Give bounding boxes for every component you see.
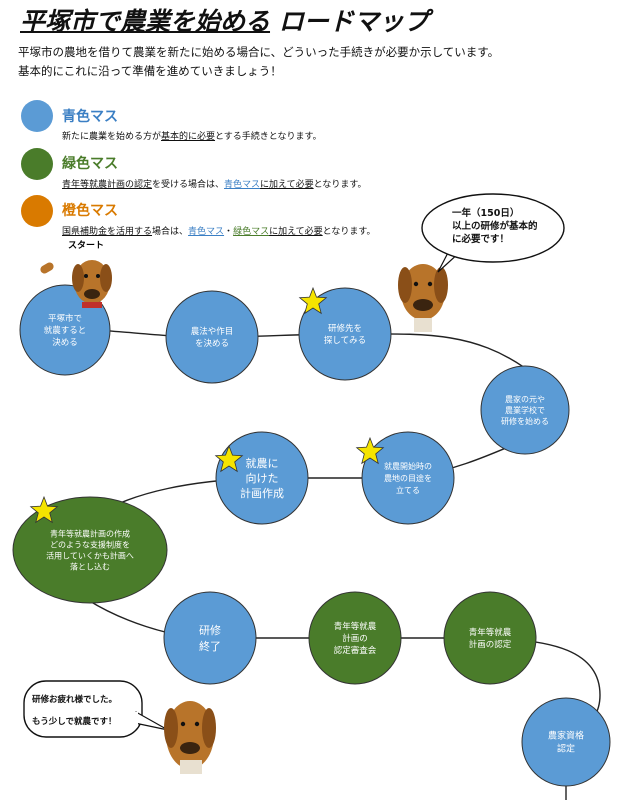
step-label: 農地の目途を — [384, 473, 432, 483]
step-label: 農業学校で — [505, 405, 545, 415]
step-label: 研修 — [199, 623, 221, 637]
step-circle — [215, 431, 309, 525]
legend-green-desc: 青年等就農計画の認定を受ける場合は、青色マスに加えて必要となります。 — [62, 180, 367, 190]
step-label: を決める — [195, 338, 229, 349]
step-label: 農法や作目 — [191, 326, 234, 337]
step-circle — [165, 290, 259, 384]
step-circle — [480, 365, 570, 455]
step-label: 終了 — [199, 639, 221, 653]
start-label: スタート — [68, 239, 104, 251]
star-icon — [298, 286, 328, 315]
step-label: 青年等就農 — [469, 627, 512, 638]
mascot-dog-start — [40, 260, 112, 308]
title-sub: ロードマップ — [278, 7, 429, 36]
legend-orange-dot — [21, 195, 53, 227]
step-label: 決める — [52, 337, 78, 348]
step-circle — [298, 287, 392, 381]
step-label: 計画の — [342, 633, 368, 644]
step-label: 研修先を — [328, 323, 362, 334]
mascot-dog-top — [398, 264, 448, 332]
step-circle — [163, 591, 257, 685]
step-label: 活用していくかも計画へ — [46, 550, 134, 560]
step-label: 落とし込む — [70, 561, 110, 571]
step-circle — [361, 431, 455, 525]
step-label: 認定審査会 — [334, 645, 377, 656]
step-label: 計画作成 — [240, 486, 284, 500]
step-label: 就農すると — [44, 325, 87, 336]
legend-blue-desc: 新たに農業を始める方が基本的に必要とする手続きとなります。 — [62, 132, 322, 142]
mascot-dog-bottom — [164, 701, 216, 774]
legend-orange-desc: 国県補助金を活用する場合は、青色マス・緑色マスに加えて必要となります。 — [62, 227, 376, 237]
step-circle — [443, 591, 537, 685]
bubble-text-line: 一年（150日） — [452, 207, 519, 219]
intro-line-2: 基本的にこれに沿って準備を進めていきましょう！ — [18, 64, 282, 78]
step-circle — [521, 697, 611, 787]
speech-bubble-top — [421, 193, 565, 273]
step-label: 研修を始める — [501, 416, 549, 426]
step-circle — [12, 496, 168, 604]
speech-bubble-bottom — [23, 680, 169, 738]
star-icon — [355, 436, 385, 465]
star-icon — [29, 495, 59, 524]
step-label: 計画の認定 — [469, 639, 512, 650]
step-label: 青年等就農 — [334, 621, 377, 632]
step-label: 立てる — [396, 485, 420, 495]
bubble-text-line: 研修お疲れ様でした。 — [32, 694, 117, 705]
step-label: 就農開始時の — [384, 461, 432, 471]
intro-line-1: 平塚市の農地を借りて農業を新たに始める場合に、どういった手続きが必要か示していま… — [18, 45, 500, 59]
page-title: 平塚市で農業を始める ロードマップ — [20, 2, 429, 38]
title-main: 平塚市で農業を始める — [20, 7, 271, 36]
step-label: 探してみる — [324, 335, 366, 346]
legend-green-title: 緑色マス — [62, 156, 118, 172]
roadmap-step-10: 青年等就農計画の認定 — [443, 591, 537, 685]
legend-orange-title: 橙色マス — [62, 203, 118, 219]
step-label: 農家資格 — [548, 730, 584, 742]
bubble-text-line: 以上の研修が基本的 — [452, 220, 538, 232]
legend-blue-title: 青色マス — [62, 109, 118, 125]
bubble-text-line: に必要です！ — [452, 233, 509, 245]
legend-blue-dot — [21, 100, 53, 132]
legend-green-dot — [21, 148, 53, 180]
step-label: 青年等就農計画の作成 — [50, 528, 130, 538]
step-label: 農家の元や — [505, 394, 545, 404]
step-circle — [308, 591, 402, 685]
step-label: 認定 — [557, 743, 575, 755]
step-label: どのような支援制度を — [50, 539, 130, 549]
step-label: 向けた — [246, 471, 279, 485]
bubble-text-line: もう少しで就農です！ — [32, 716, 117, 727]
step-label: 平塚市で — [48, 313, 82, 324]
star-icon — [214, 444, 244, 473]
step-label: 就農に — [246, 456, 279, 470]
